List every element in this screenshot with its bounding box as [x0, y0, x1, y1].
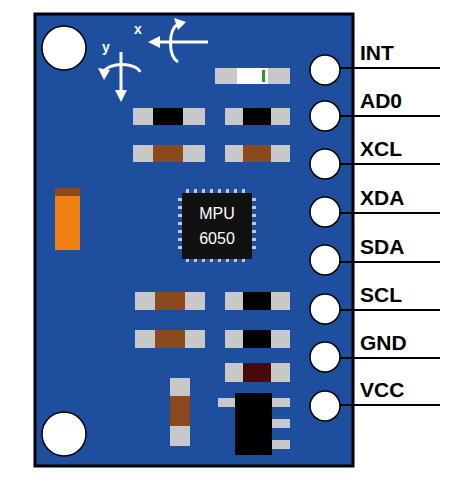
smd-components: [55, 68, 290, 446]
pin-name: XDA: [360, 187, 404, 208]
pin-lines: [340, 68, 440, 405]
axis-arrows: [98, 18, 208, 102]
pin-name: XCL: [360, 138, 402, 159]
axis-label: y: [102, 40, 110, 54]
pin-name: SCL: [360, 284, 402, 305]
axis-label: x: [134, 22, 142, 36]
pin-name: VCC: [360, 379, 404, 400]
pcb-board: [35, 14, 353, 466]
pin-name: SDA: [360, 236, 404, 257]
pin-name: INT: [360, 42, 394, 63]
mounting-hole: [42, 26, 86, 70]
header-pads: [310, 55, 340, 421]
voltage-regulator: [218, 393, 290, 455]
pin-name: AD0: [360, 90, 402, 111]
mounting-hole: [42, 412, 86, 456]
pin-name: GND: [360, 332, 407, 353]
ic-chip: MPU 6050: [182, 193, 252, 259]
chip-label: MPU 6050: [192, 201, 242, 251]
chip-pins: [178, 189, 256, 262]
